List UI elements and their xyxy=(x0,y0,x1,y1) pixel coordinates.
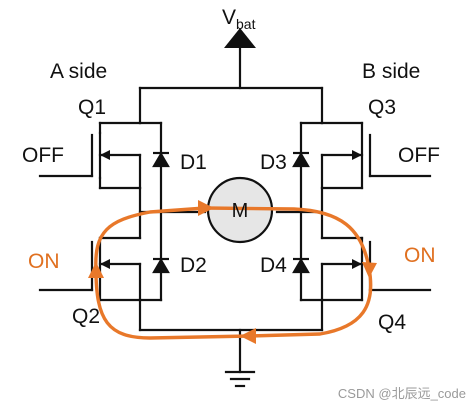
d3-label: D3 xyxy=(260,151,287,174)
vbat-label: Vbat xyxy=(222,6,256,32)
q1-state-label: OFF xyxy=(22,144,64,167)
current-arrowheads xyxy=(88,200,377,344)
vbat-symbol: V xyxy=(222,6,236,29)
d2-label: D2 xyxy=(180,254,207,277)
q4-label: Q4 xyxy=(378,311,406,334)
supply-arrow-icon xyxy=(224,28,256,48)
a-side-label: A side xyxy=(50,60,107,83)
transistor-arrows xyxy=(100,150,362,269)
d1-label: D1 xyxy=(180,151,207,174)
b-side-label: B side xyxy=(362,60,420,83)
q1-label: Q1 xyxy=(78,96,106,119)
diode-symbols xyxy=(152,151,310,274)
q2-state-label: ON xyxy=(28,250,60,273)
vbat-subscript: bat xyxy=(236,16,256,32)
motor-label: M xyxy=(232,200,249,222)
q3-state-label: OFF xyxy=(398,144,440,167)
q2-label: Q2 xyxy=(72,305,100,328)
q3-label: Q3 xyxy=(368,96,396,119)
q4-state-label: ON xyxy=(404,244,436,267)
d4-label: D4 xyxy=(260,254,287,277)
watermark-text: CSDN @北辰远_code xyxy=(338,386,466,401)
